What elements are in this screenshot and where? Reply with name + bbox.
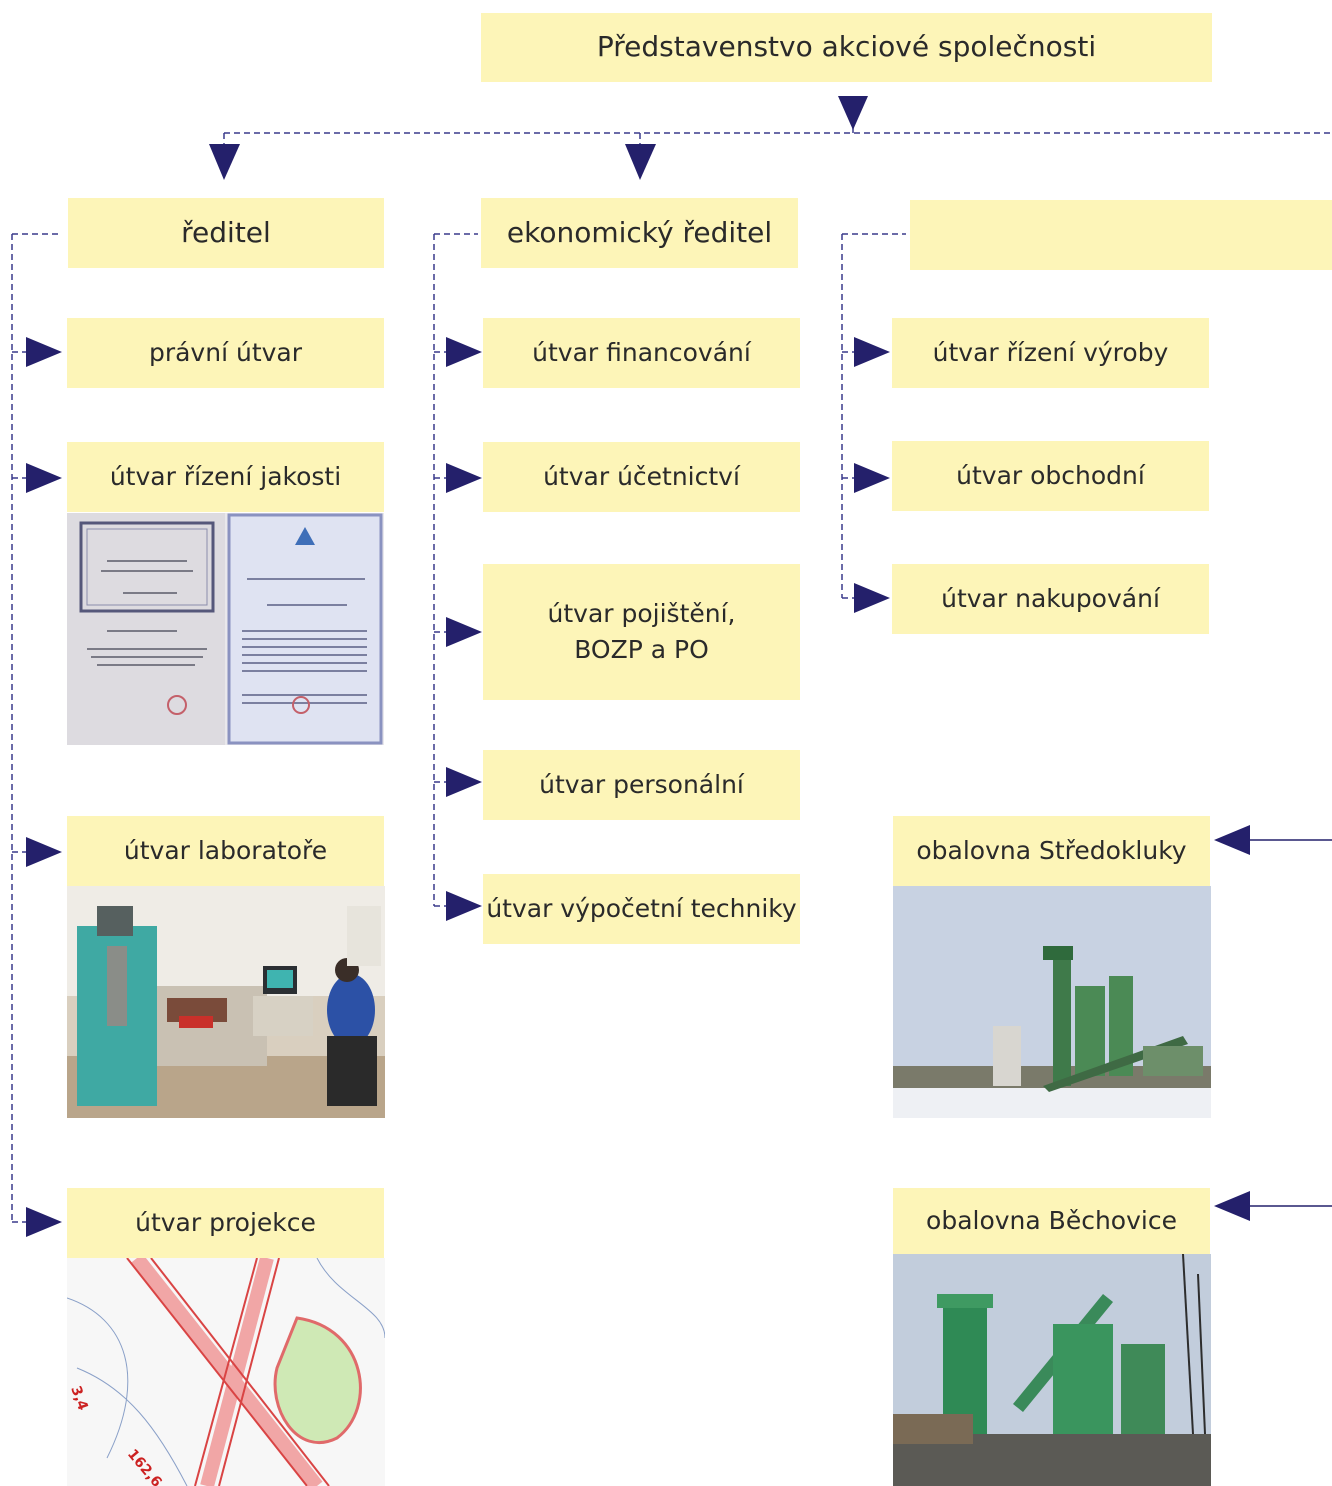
unit-it: útvar výpočetní techniky: [483, 874, 800, 944]
unit-personnel: útvar personální: [483, 750, 800, 820]
unit-legal: právní útvar: [67, 318, 384, 388]
unit-quality-label: útvar řízení jakosti: [109, 461, 342, 491]
plant-stredokluky-label: obalovna Středokluky: [916, 835, 1187, 865]
unit-production: útvar řízení výroby: [892, 318, 1209, 388]
arrowheads: [26, 96, 1250, 1237]
unit-insurance-label: útvar pojištění, BOZP a PO: [547, 598, 736, 664]
unit-quality: útvar řízení jakosti: [67, 442, 384, 512]
plant-stredokluky-photo: [893, 886, 1211, 1118]
director-label: ředitel: [181, 215, 271, 249]
director-box: ředitel: [68, 198, 384, 268]
unit-laboratory-label: útvar laboratoře: [123, 835, 328, 865]
unit-financing: útvar financování: [483, 318, 800, 388]
unit-legal-label: právní útvar: [148, 337, 303, 367]
unit-commercial-label: útvar obchodní: [956, 460, 1145, 490]
unit-personnel-label: útvar personální: [539, 769, 744, 799]
board-box: Představenstvo akciové společnosti: [481, 13, 1212, 82]
plant-bechovice-photo: [893, 1254, 1211, 1486]
board-label: Představenstvo akciové společnosti: [596, 30, 1097, 64]
unit-laboratory: útvar laboratoře: [67, 816, 384, 886]
unit-purchasing-label: útvar nakupování: [941, 583, 1160, 613]
certificates-photo: [67, 513, 384, 745]
plant-bechovice: obalovna Běchovice: [893, 1188, 1210, 1254]
unit-production-label: útvar řízení výroby: [932, 337, 1169, 367]
unit-projection-label: útvar projekce: [135, 1207, 316, 1237]
economic-director-label: ekonomický ředitel: [506, 215, 773, 249]
plant-bechovice-label: obalovna Běchovice: [926, 1205, 1177, 1235]
unit-commercial: útvar obchodní: [892, 441, 1209, 511]
unit-it-label: útvar výpočetní techniky: [486, 893, 797, 923]
third-director-box: [910, 200, 1332, 270]
laboratory-photo: [67, 886, 385, 1118]
unit-financing-label: útvar financování: [532, 337, 751, 367]
unit-accounting: útvar účetnictví: [483, 442, 800, 512]
unit-purchasing: útvar nakupování: [892, 564, 1209, 634]
unit-insurance: útvar pojištění, BOZP a PO: [483, 564, 800, 700]
unit-projection: útvar projekce: [67, 1188, 384, 1258]
plant-stredokluky: obalovna Středokluky: [893, 816, 1210, 886]
project-map-image: 3,4 162,6: [67, 1258, 385, 1486]
unit-accounting-label: útvar účetnictví: [543, 461, 740, 491]
economic-director-box: ekonomický ředitel: [481, 198, 798, 268]
